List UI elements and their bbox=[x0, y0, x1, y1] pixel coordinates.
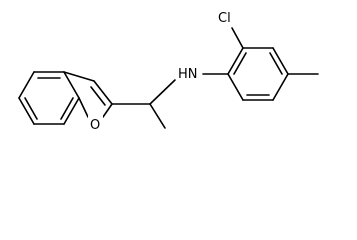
bond-aryl-inner-right bbox=[269, 52, 283, 75]
bond-aryl-chlorine bbox=[231, 27, 244, 49]
bond-aryl-c1-c2 bbox=[227, 47, 244, 75]
molecule-structure-diagram: Cl HN O bbox=[18, 9, 319, 133]
bond-benzene-c7-c6 bbox=[18, 71, 35, 99]
bond-furan-o-c3a bbox=[78, 97, 89, 118]
bond-benzene-inner-left bbox=[24, 97, 38, 120]
bond-aryl-c6-c1 bbox=[227, 73, 244, 101]
bond-ch-nh bbox=[149, 79, 176, 105]
bond-ch-methyl bbox=[149, 103, 166, 129]
bond-aryl-inner-left bbox=[233, 52, 247, 75]
bond-furan-c7a-c3 bbox=[63, 71, 95, 82]
chlorine-label-mask bbox=[217, 9, 237, 26]
bond-benzene-c3a-c7a bbox=[63, 71, 80, 99]
bond-aryl-c4-c5 bbox=[272, 73, 289, 101]
bond-benzene-c6-c5 bbox=[18, 97, 35, 125]
bond-furan-c3-c2-inner bbox=[90, 86, 106, 106]
chlorine-atom-label: Cl bbox=[218, 11, 231, 26]
amine-atom-label: HN bbox=[178, 67, 198, 82]
oxygen-atom-label: O bbox=[90, 118, 100, 133]
amine-label-mask bbox=[176, 64, 202, 82]
oxygen-label-mask bbox=[88, 115, 103, 133]
bond-benzene-c4-c3a bbox=[63, 97, 80, 125]
bond-benzene-inner-right bbox=[60, 97, 74, 120]
bond-furan-c3-c2 bbox=[93, 80, 113, 105]
bond-furan-c2-o bbox=[102, 103, 113, 118]
bond-aryl-c3-c4 bbox=[272, 47, 289, 75]
